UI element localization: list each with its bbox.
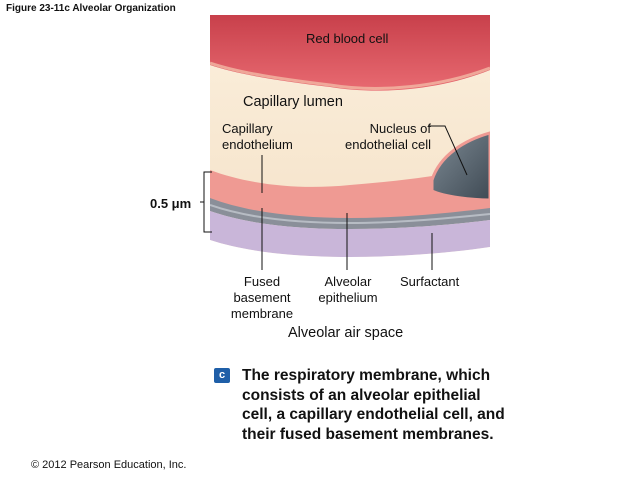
fused-basement-membrane-label: Fused basement membrane [230,274,294,321]
scale-label: 0.5 μm [150,196,192,211]
scale-bracket [200,171,212,233]
nucleus-shape [430,131,490,202]
capillary-endothelium-band [210,165,490,220]
caption-badge: c [214,368,230,383]
figure-title: Figure 23-11c Alveolar Organization [6,3,176,14]
surfactant-label: Surfactant [400,274,460,289]
alveolar-epithelium-label: Alveolar epithelium [318,274,378,305]
copyright-notice: © 2012 Pearson Education, Inc. [31,459,187,471]
capillary-lumen-label: Capillary lumen [243,94,343,110]
nucleus-label: Nucleus of endothelial cell [344,121,431,152]
alveolar-air-space-label: Alveolar air space [288,325,404,341]
basement-membrane-band [210,198,490,229]
red-blood-cell-shape [210,15,490,91]
capillary-endothelium-label: Capillary endothelium [222,121,293,152]
caption-text: The respiratory membrane, which consists… [242,367,505,443]
alveolar-membrane-illustration [210,15,490,367]
air-space-region [210,240,490,367]
alveolar-epithelium-band [210,211,490,257]
red-blood-cell-label: Red blood cell [306,31,389,46]
